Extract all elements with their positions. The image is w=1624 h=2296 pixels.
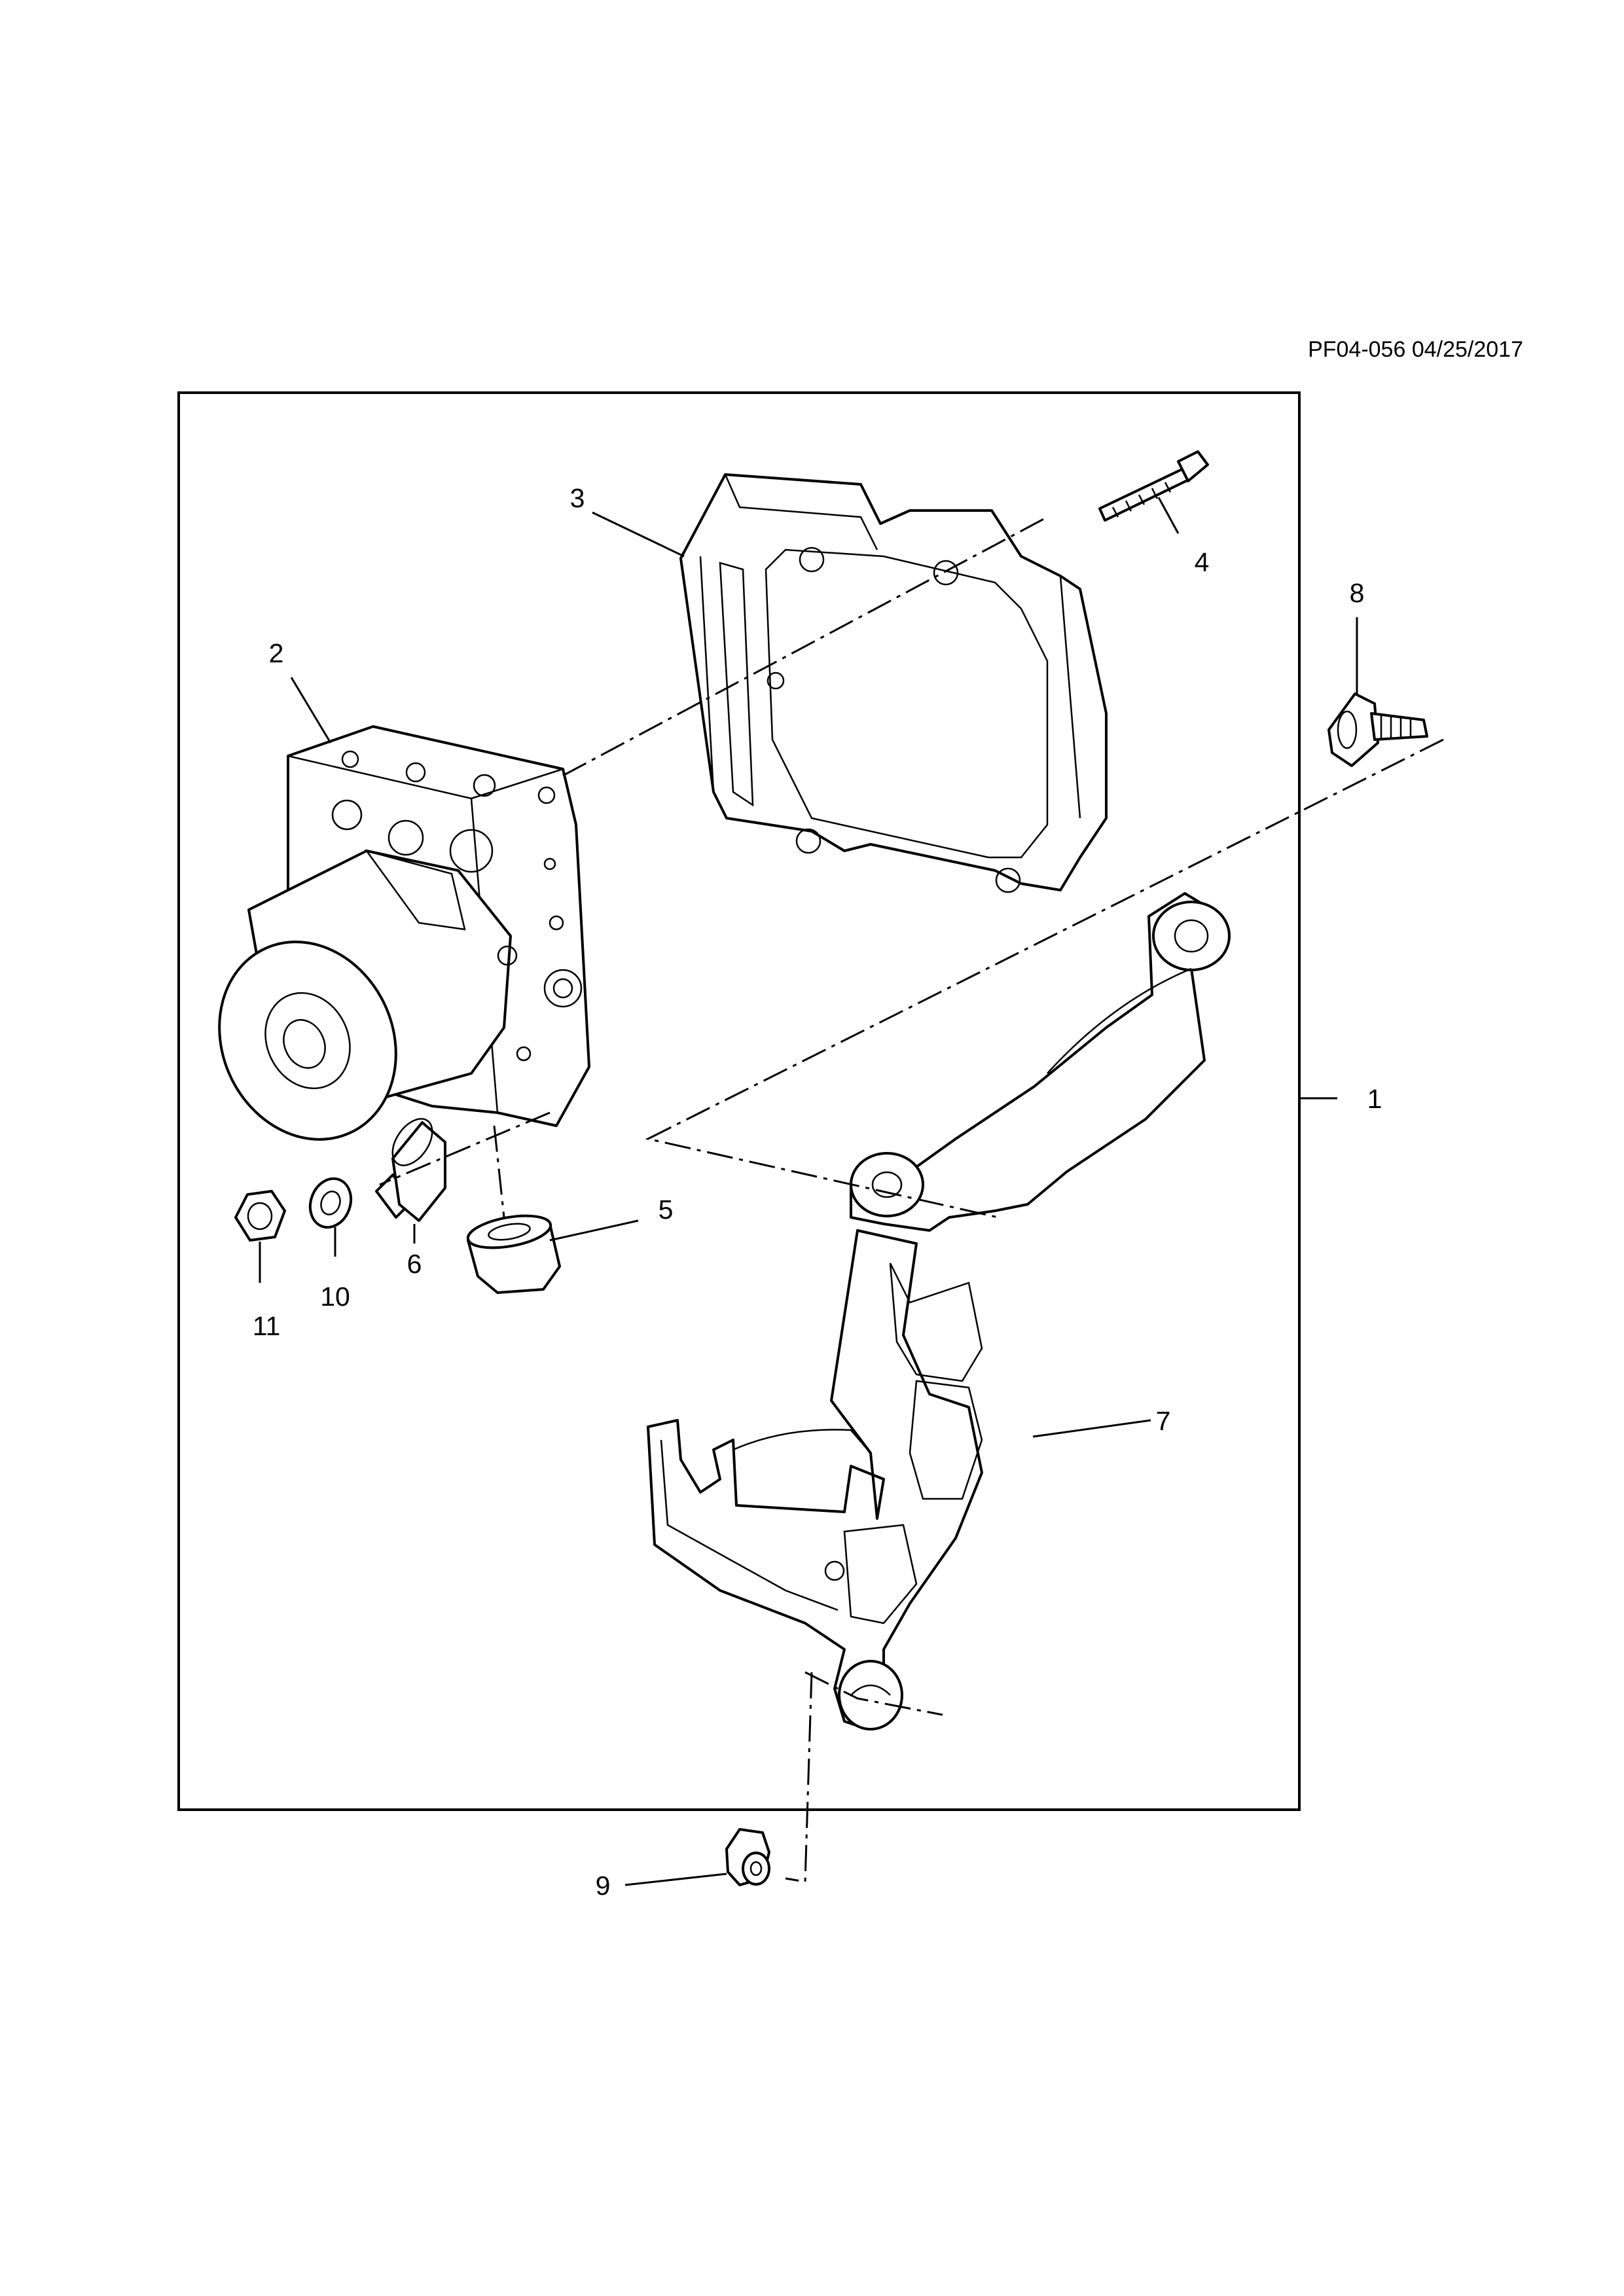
part-3-control-module[interactable] xyxy=(679,473,1108,893)
callout-numbers: 1 2 3 4 5 6 7 8 9 10 11 xyxy=(253,483,1382,1901)
leader-9 xyxy=(624,1873,727,1886)
leader-lines xyxy=(259,497,1358,1886)
part-11-nut[interactable] xyxy=(234,1190,286,1242)
callout-10: 10 xyxy=(320,1282,350,1312)
part-9-nut[interactable] xyxy=(725,1828,770,1886)
callout-6: 6 xyxy=(407,1249,422,1279)
callout-8: 8 xyxy=(1350,578,1365,608)
callout-3: 3 xyxy=(570,483,585,513)
leader-2 xyxy=(290,677,332,744)
part-10-washer[interactable] xyxy=(304,1173,357,1233)
callout-11: 11 xyxy=(253,1311,281,1341)
assembly-frame xyxy=(177,391,1301,1811)
leader-5 xyxy=(549,1219,639,1242)
leader-4 xyxy=(1157,497,1180,534)
leader-3 xyxy=(592,511,685,558)
leader-7 xyxy=(1032,1419,1151,1438)
callout-2: 2 xyxy=(269,638,284,668)
part-5-grommet[interactable] xyxy=(465,1210,561,1294)
callout-1: 1 xyxy=(1367,1084,1382,1114)
part-6-stud[interactable] xyxy=(375,1111,446,1222)
part-7-bracket[interactable] xyxy=(647,892,1231,1731)
drawing-code: PF04-056 04/25/2017 xyxy=(1308,337,1523,362)
callout-4: 4 xyxy=(1195,547,1210,577)
callout-9: 9 xyxy=(596,1871,611,1901)
assembly-centerlines xyxy=(379,516,1444,1883)
part-2-hydraulic-modulator[interactable] xyxy=(188,725,590,1168)
part-8-bolt[interactable] xyxy=(1327,692,1428,767)
part-4-screw[interactable] xyxy=(1098,450,1209,522)
callout-5: 5 xyxy=(659,1194,674,1225)
callout-7: 7 xyxy=(1156,1406,1171,1436)
